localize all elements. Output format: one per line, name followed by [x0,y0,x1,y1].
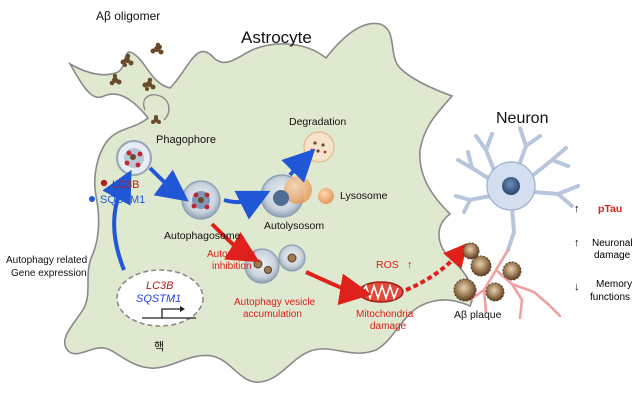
neuron [454,126,580,320]
ab-plaques [453,242,522,302]
diagram-title: Astrocyte [241,28,312,47]
neuron-label: Neuron [496,110,548,127]
mitochondrion [358,281,404,303]
effect-memory-line2: functions [590,292,630,303]
accumulation-label-1: Autophagy vesicle [234,297,316,308]
lc3b-label: LC3B [112,179,140,191]
effect-memory-line1: Memory [596,279,632,290]
gene-expression-label-2: Gene expression [11,268,87,279]
ros-label: ROS [376,259,399,271]
arrow-mitochondria-to-neuron [405,242,468,292]
arrow-autophagosome-to-accumulation [210,222,260,263]
inhibition-label-2: inhibition [212,261,251,272]
arrow-autolysosome-to-degradation [281,148,316,183]
autolysosome [260,174,312,218]
degradation-vesicle [303,131,335,163]
phagophore [115,139,153,177]
gene-expression-label-1: Autophagy related [6,255,87,266]
ab-oligomer-label: Aβ oligomer [96,9,160,23]
ab-oligomers [109,42,164,124]
effect-memory-arrow: ↓ [574,281,580,293]
degradation-label: Degradation [289,116,346,128]
ros-arrow-icon: ↑ [407,259,413,271]
sqstm1-dot-icon [89,196,95,202]
blue-arrows [102,148,316,271]
ab-plaque-label: Aβ plaque [454,309,502,321]
endocytic-pocket [143,94,170,121]
neuron-effects: ↑ pTau ↑ Neuronal damage ↓ Memory functi… [574,203,633,303]
effect-ptau-arrow: ↑ [574,203,580,215]
autophagosome-label: Autophagosome [164,230,241,242]
mitochondria-label-1: Mitochondria [356,309,414,320]
effect-neuronal-line2: damage [594,250,631,261]
autolysosome-label: Autolysosom [264,220,324,232]
mitochondria-label-2: damage [370,321,407,332]
nucleus-gene-sqstm1: SQSTM1 [136,293,181,305]
lysosome-label: Lysosome [340,190,388,202]
effect-neuronal-line1: Neuronal [592,238,633,249]
inhibition-label-1: Autophagy [207,249,255,260]
phagophore-label: Phagophore [156,134,216,146]
lc3b-dot-icon [100,179,108,187]
nucleus [116,269,204,327]
arrow-autophagosome-to-autolysosome [223,190,271,220]
autophagosome [181,180,221,220]
nucleus-gene-lc3b: LC3B [146,280,174,292]
lysosome [318,188,334,204]
sqstm1-label: SQSTM1 [100,194,145,206]
accumulation-label-2: accumulation [243,309,302,320]
effect-ptau-text: pTau [598,203,622,215]
red-arrows [210,222,468,306]
arrow-accumulation-to-mitochondria [305,270,372,306]
nucleus-label: 핵 [154,340,164,353]
arrow-nucleus-to-phagophore [102,169,132,271]
effect-neuronal-arrow: ↑ [574,237,580,249]
arrow-phagophore-to-autophagosome [148,166,189,202]
